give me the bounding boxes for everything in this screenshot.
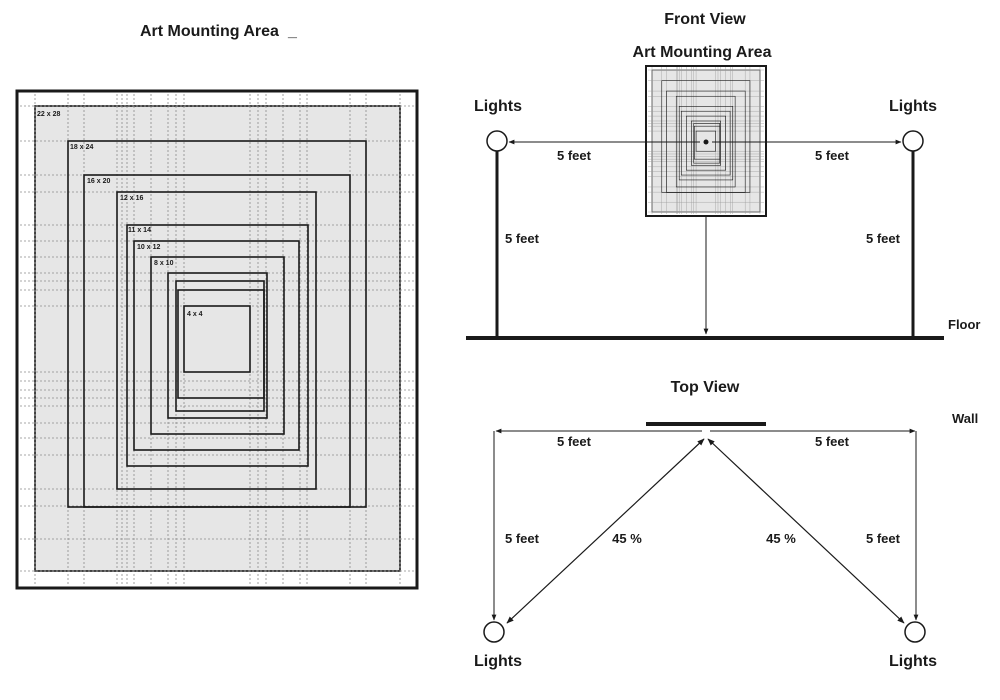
mini-frame-inner-a: [691, 120, 721, 166]
angle-left: 45 %: [612, 531, 642, 546]
frame-outline-4x4: [183, 305, 251, 373]
art-mounting-area-panel: Art Mounting Area _ 22 x 28 18 x 24 16 x…: [15, 23, 419, 590]
frame-label-4x4: 4 x 4: [187, 311, 203, 318]
top-lights-left-label: Lights: [474, 653, 522, 670]
center-point: [703, 139, 709, 145]
frame-outline-16x20: [83, 174, 351, 508]
top-view: Top View Wall 5 feet 5 feet 5 feet 5 fee…: [474, 379, 978, 670]
frame-label-8x10: 8 x 10: [154, 260, 174, 267]
frame-label-16x20: 16 x 20: [87, 178, 110, 185]
frame-label-10x12: 10 x 12: [137, 244, 160, 251]
frame-outline-12x16: [116, 191, 317, 490]
mini-frame-11x14: [678, 106, 734, 181]
front-dist-left: 5 feet: [557, 148, 592, 163]
front-lights-left-label: Lights: [474, 98, 522, 115]
frame-label-11x14: 11 x 14: [128, 227, 151, 234]
top-dist-right: 5 feet: [815, 434, 850, 449]
frame-outline-8x10: [150, 256, 285, 435]
mini-art-area: [645, 65, 767, 217]
frame-label-18x24: 18 x 24: [70, 144, 93, 151]
front-dist-right: 5 feet: [815, 148, 850, 163]
diag-arrow-left: [506, 438, 705, 624]
mini-frame-10x12: [680, 110, 731, 176]
mini-frame-8x10: [686, 115, 726, 171]
top-lights-right-label: Lights: [889, 653, 937, 670]
top-dist-left: 5 feet: [557, 434, 592, 449]
frame-outline-10x12: [133, 240, 300, 451]
frame-outline-22x28: [34, 105, 401, 572]
light-left-icon: [486, 130, 508, 152]
wall-label: Wall: [952, 411, 978, 426]
mini-frame-4x4: [695, 130, 716, 152]
front-height-left: 5 feet: [505, 231, 540, 246]
top-light-right-icon: [904, 621, 926, 643]
frame-outlines: [67, 140, 367, 508]
top-depth-right: 5 feet: [866, 531, 901, 546]
frame-outline-inner-a: [167, 272, 268, 419]
top-depth-left: 5 feet: [505, 531, 540, 546]
angle-right: 45 %: [766, 531, 796, 546]
front-view-title: Front View: [664, 11, 746, 28]
frame-outline-11x14: [126, 224, 309, 467]
top-light-left-icon: [483, 621, 505, 643]
panel-title: Art Mounting Area: [140, 23, 279, 40]
frame-label-22x28: 22 x 28: [37, 111, 60, 118]
top-view-title: Top View: [671, 379, 740, 396]
front-view: Front View Art Mounting Area Lights Ligh…: [466, 11, 981, 340]
frame-label-12x16: 12 x 16: [120, 195, 143, 202]
floor-label: Floor: [948, 317, 981, 332]
panel-title-mark: _: [287, 23, 298, 40]
front-height-right: 5 feet: [866, 231, 901, 246]
diag-arrow-right: [707, 438, 905, 624]
front-lights-right-label: Lights: [889, 98, 937, 115]
light-right-icon: [902, 130, 924, 152]
mini-frame-inner-c: [694, 125, 721, 160]
frame-outline-inner-c: [177, 289, 265, 399]
front-view-area-label: Art Mounting Area: [633, 44, 772, 61]
